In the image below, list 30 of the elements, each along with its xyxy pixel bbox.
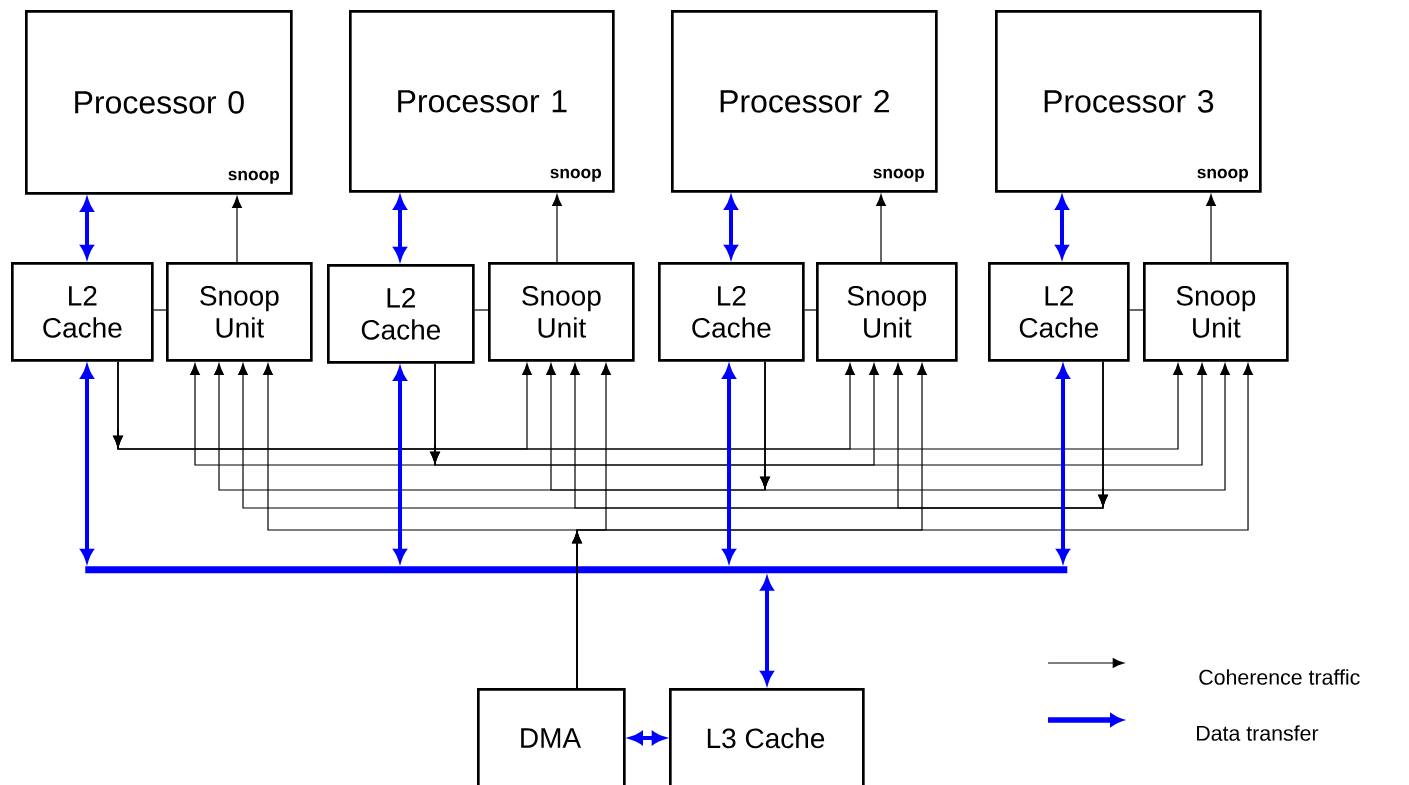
legend-label: Coherence traffic (1199, 669, 1360, 685)
port-label: snoop (1197, 168, 1249, 182)
arrow (552, 194, 562, 263)
arrow (760, 361, 1230, 491)
snoop-unit-box: Snoop Unit (816, 262, 958, 362)
arrow (893, 361, 1108, 509)
data-bus-bar (85, 566, 1068, 574)
arrow (1206, 194, 1216, 263)
port-label: snoop (550, 168, 602, 182)
snoop-unit-box: Snoop Unit (488, 262, 635, 362)
cache-box: L2 Cache (11, 262, 154, 362)
port-label: snoop (228, 170, 279, 184)
cache-box: L2 Cache (988, 262, 1130, 362)
cache-box: L2 Cache (658, 262, 805, 362)
arrow (572, 363, 1253, 689)
cache-box: L3 Cache (669, 688, 865, 785)
snoop-unit-box: Snoop Unit (1143, 262, 1289, 362)
legend-label: Data transfer (1197, 725, 1319, 741)
connector-line (804, 309, 817, 311)
snoop-unit-box: Snoop Unit (166, 262, 313, 362)
port-label: snoop (873, 168, 925, 182)
arrow (876, 194, 886, 263)
connector-line (153, 309, 167, 311)
arrow (232, 196, 242, 263)
arrow (113, 361, 1183, 450)
arrow (430, 363, 1207, 466)
dma-box: DMA (477, 688, 626, 785)
connector-line (474, 309, 489, 311)
connector-line (1129, 309, 1144, 311)
cache-box: L2 Cache (327, 264, 475, 364)
